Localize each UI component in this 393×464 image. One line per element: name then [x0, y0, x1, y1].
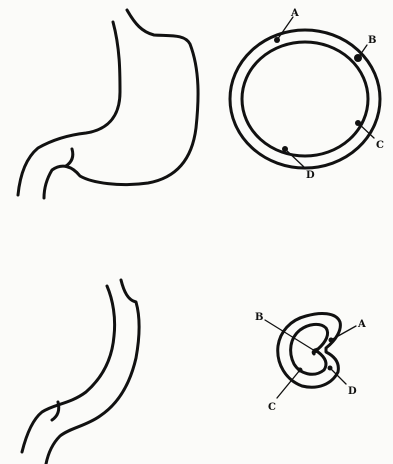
ring-inner-wall: [242, 42, 368, 156]
label-a-top: A: [290, 8, 299, 19]
leader-line-a-bottom: [331, 326, 356, 340]
cross-section-ring-distended: [230, 30, 380, 168]
leader-line-a-top: [277, 17, 293, 40]
label-d-top: D: [306, 170, 315, 181]
label-b-bottom: B: [255, 312, 263, 323]
label-b-top: B: [368, 35, 376, 46]
cross-section-folded-contracted: [278, 314, 341, 388]
ring-outer-wall: [230, 30, 380, 168]
label-c-bottom: C: [268, 402, 276, 413]
folded-section-inner-wall: [291, 324, 328, 374]
stomach-outline-distended: [18, 10, 198, 198]
stomach-inner-wall-contracted: [22, 286, 115, 452]
label-d-bottom: D: [348, 386, 357, 397]
pylorus-notch: [66, 149, 73, 166]
stomach-outer-wall-contracted: [46, 280, 139, 464]
stomach-inner-wall: [18, 22, 120, 195]
stomach-outer-wall: [44, 10, 198, 198]
leader-line-d-top: [285, 149, 304, 167]
label-c-top: C: [376, 140, 384, 151]
label-a-bottom: A: [357, 319, 366, 330]
stomach-outline-contracted: [22, 280, 139, 464]
